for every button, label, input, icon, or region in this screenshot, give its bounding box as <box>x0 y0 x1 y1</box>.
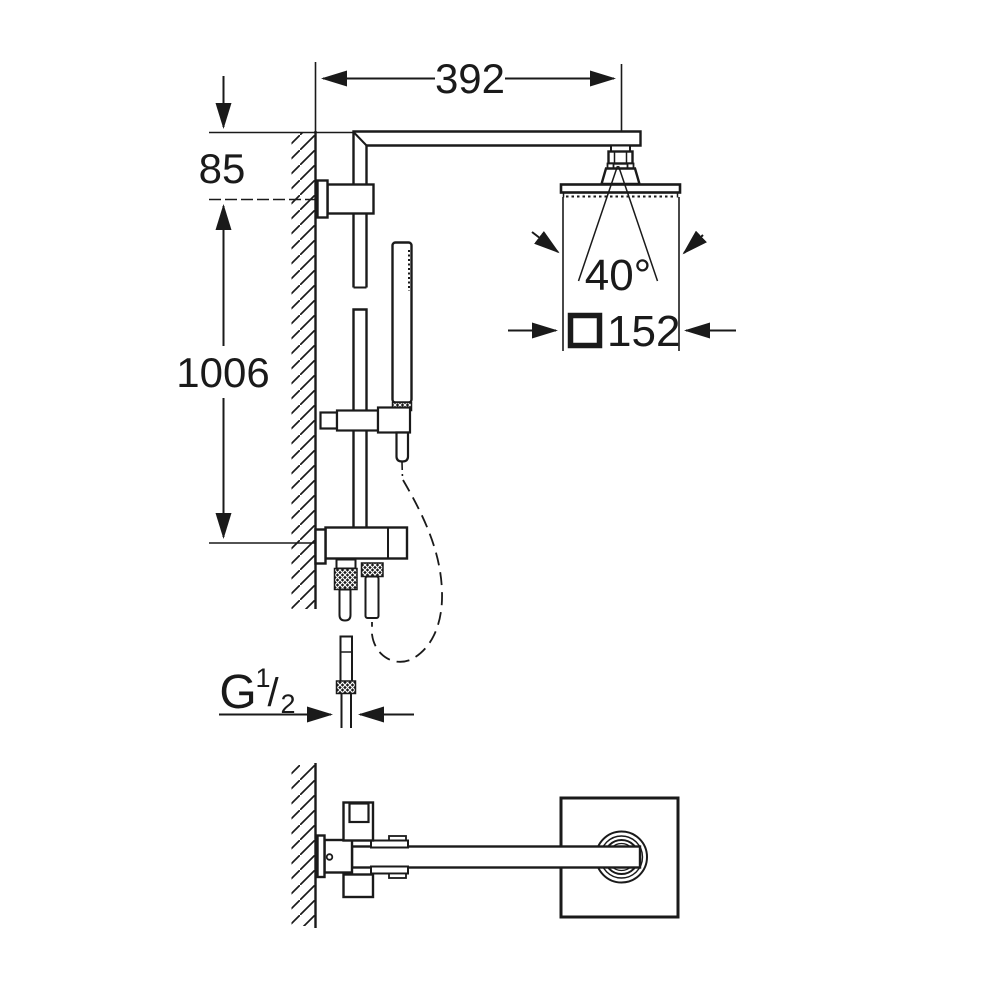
top-wall-bracket <box>316 179 375 219</box>
shower-hose <box>371 461 443 663</box>
wall-hatching <box>291 133 315 609</box>
thread-label-denominator: 2 <box>280 689 295 719</box>
spray-cone-left <box>577 165 619 282</box>
plan-wall-hatching <box>291 765 315 926</box>
head-shower <box>559 144 682 198</box>
plan-arm-escutcheon-tabs <box>370 835 409 879</box>
head-connector-nut <box>607 150 634 165</box>
pipe-knurled-nut <box>335 680 357 695</box>
right-knurled-nut <box>360 562 384 578</box>
side-wall <box>291 62 317 609</box>
side-view: 392 85 1006 <box>176 55 736 728</box>
plan-bottom-knob <box>342 873 375 899</box>
dim-label-85: 85 <box>199 145 246 192</box>
extension-lines <box>209 64 680 544</box>
dim-label-1006: 1006 <box>176 349 269 396</box>
shower-arm <box>352 130 642 288</box>
plan-diverter-knob <box>342 801 375 899</box>
plan-fixing-screw <box>325 853 334 861</box>
dimension-thread-size: G 1 / 2 <box>219 663 414 723</box>
bottom-wall-bracket <box>314 526 409 565</box>
left-knurled-nut <box>333 567 358 591</box>
dimension-rail-length: 1006 <box>176 204 270 539</box>
dimension-head-width: 152 <box>508 307 736 356</box>
square-dimension-symbol <box>567 312 603 349</box>
dimension-wall-offset: 85 <box>199 76 246 192</box>
supply-pipe <box>335 635 357 728</box>
thread-label-g: G <box>219 666 256 719</box>
plan-view <box>291 763 680 928</box>
dim-label-152: 152 <box>607 307 680 356</box>
hose-connectors <box>333 558 384 622</box>
dim-label-40deg: 40° <box>585 251 652 300</box>
thread-label-slash: / <box>267 671 279 715</box>
slider-bracket <box>319 406 412 463</box>
hand-shower <box>391 241 413 412</box>
thread-label-numerator: 1 <box>255 663 270 693</box>
plan-shower-arm <box>350 845 642 869</box>
plan-valve-body <box>316 834 354 879</box>
head-plate <box>559 183 682 194</box>
dimension-arm-projection: 392 <box>321 55 616 102</box>
spray-cone-right <box>617 165 659 282</box>
hand-shower-handle <box>395 431 410 463</box>
dimension-spray-angle: 40° <box>531 165 707 300</box>
hand-shower-body <box>391 241 413 404</box>
plan-wall <box>291 763 317 928</box>
dim-label-392: 392 <box>435 55 505 102</box>
